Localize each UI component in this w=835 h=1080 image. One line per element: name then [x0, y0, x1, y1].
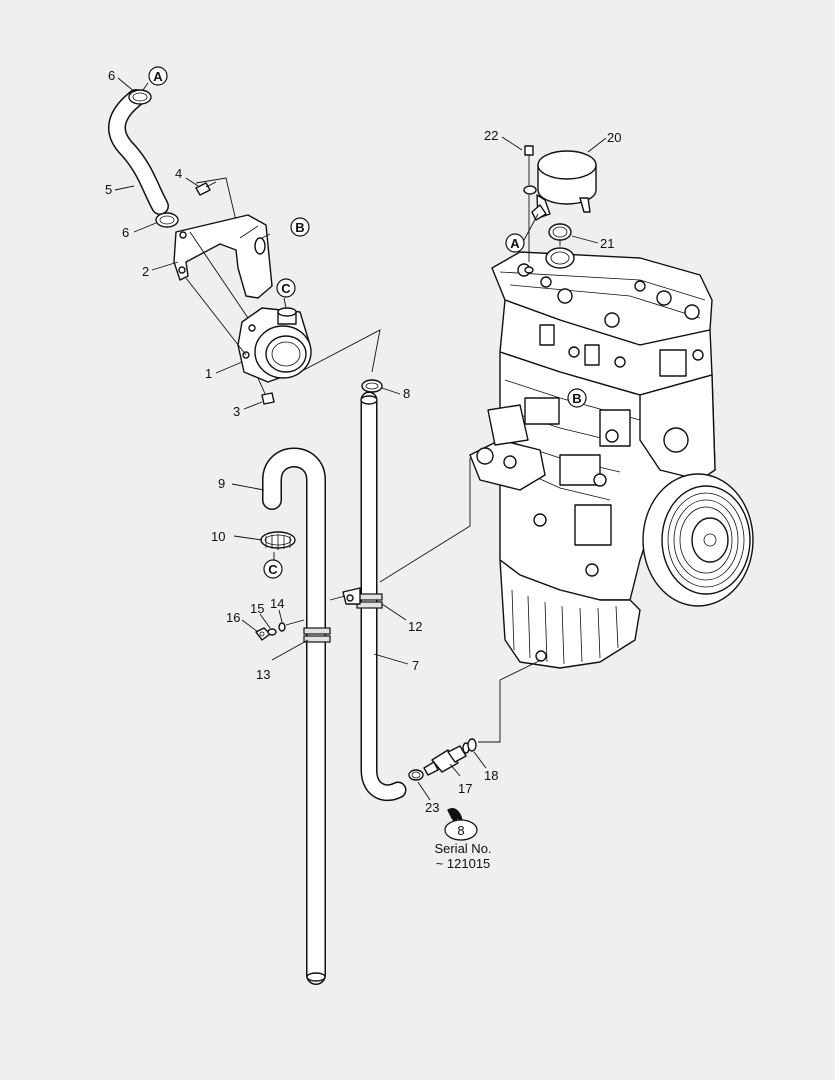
reference-c-clamp-label: C: [268, 562, 278, 577]
callout-5: 5: [105, 182, 112, 197]
callout-15: 15: [250, 601, 264, 616]
clamp-part-10: [260, 531, 296, 550]
reference-c-separator: C: [276, 278, 296, 298]
hose-part-5: [108, 89, 169, 215]
reference-a-breather-label: A: [510, 236, 520, 251]
clamp-part-23: [408, 769, 424, 781]
reference-a-hose: A: [148, 66, 168, 86]
clamp-part-12: [342, 587, 383, 609]
serial-note-line2: ~ 121015: [436, 856, 491, 871]
clamp-part-6-upper: [128, 89, 152, 105]
callout-9: 9: [218, 476, 225, 491]
reference-b-engine-label: B: [572, 391, 581, 406]
separator-part-1: [237, 307, 312, 383]
callout-2: 2: [142, 264, 149, 279]
serial-note-line1: Serial No.: [434, 841, 491, 856]
fitting-part-17: [423, 742, 470, 776]
reference-c-separator-label: C: [281, 281, 291, 296]
breather-part-20: [523, 150, 597, 221]
ring-part-18: [467, 738, 477, 752]
callout-6-lower: 6: [122, 225, 129, 240]
bracket-part-2: [173, 214, 273, 299]
hose-part-7: [360, 391, 407, 802]
callout-16: 16: [226, 610, 240, 625]
bolt-part-3: [257, 377, 275, 405]
reference-a-breather: A: [505, 233, 525, 253]
callout-13: 13: [256, 667, 270, 682]
callout-17: 17: [458, 781, 472, 796]
callout-8: 8: [403, 386, 410, 401]
serial-note-ref: 8: [457, 823, 464, 838]
reference-b-bracket-label: B: [295, 220, 304, 235]
clamp-part-6-lower: [155, 212, 179, 228]
reference-a-hose-label: A: [153, 69, 163, 84]
callout-1: 1: [205, 366, 212, 381]
callout-12: 12: [408, 619, 422, 634]
o-ring-part-21: [545, 223, 575, 269]
callout-22: 22: [484, 128, 498, 143]
clamp-part-13: [303, 627, 331, 643]
callout-18: 18: [484, 768, 498, 783]
reference-b-engine: B: [567, 388, 587, 408]
hardware-part-14-15-16: [255, 619, 305, 641]
callout-10: 10: [211, 529, 225, 544]
bolt-part-22: [524, 145, 534, 274]
callout-21: 21: [600, 236, 614, 251]
reference-c-clamp: C: [263, 559, 283, 579]
engine-block: [469, 251, 754, 669]
callout-4: 4: [175, 166, 182, 181]
clamp-part-8: [361, 379, 383, 393]
hose-part-9: [262, 447, 326, 985]
callout-14: 14: [270, 596, 284, 611]
reference-b-bracket: B: [290, 217, 310, 237]
callout-3: 3: [233, 404, 240, 419]
callout-7: 7: [412, 658, 419, 673]
serial-note: 8 Serial No. ~ 121015: [434, 819, 492, 871]
callout-6-upper: 6: [108, 68, 115, 83]
callout-20: 20: [607, 130, 621, 145]
callout-23: 23: [425, 800, 439, 815]
